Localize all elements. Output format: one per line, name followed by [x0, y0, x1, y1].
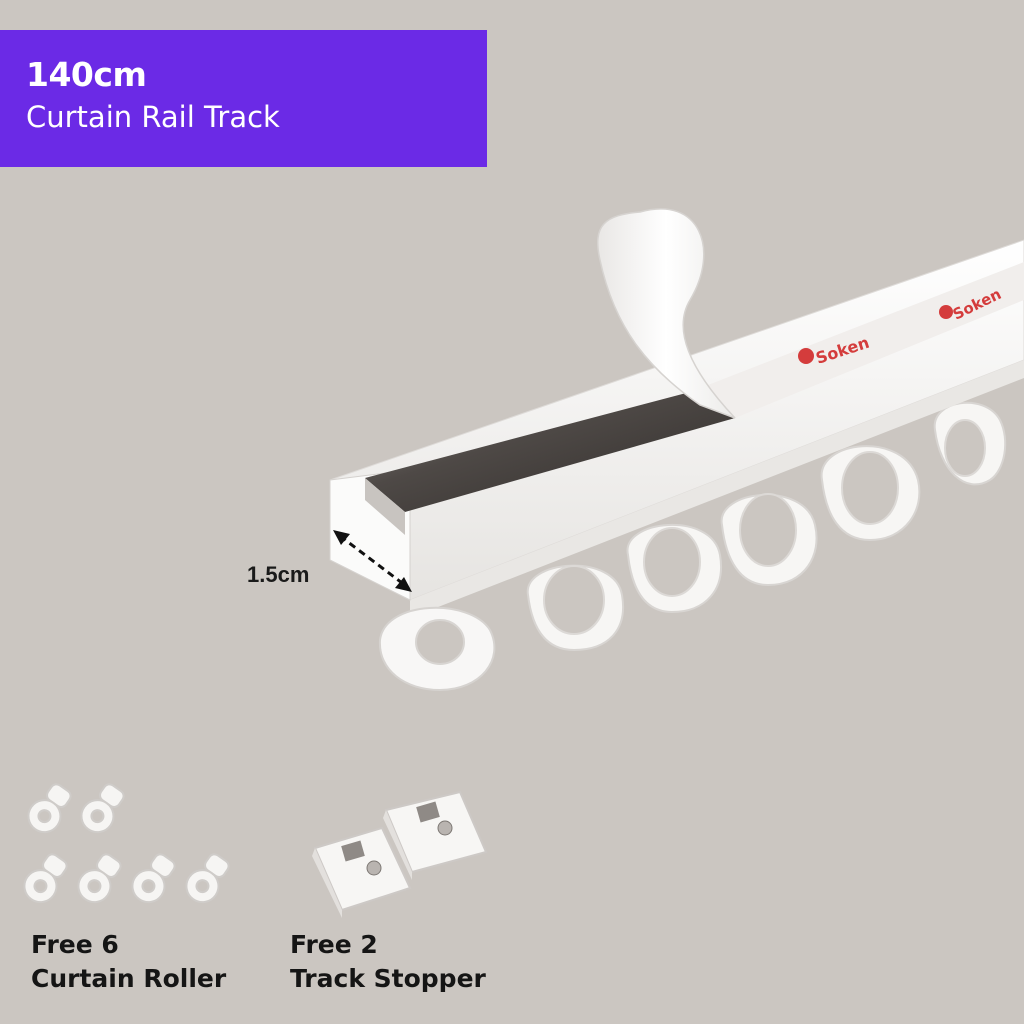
- width-dimension-label: 1.5cm: [247, 562, 310, 587]
- free-stoppers-count: Free 2: [290, 930, 378, 959]
- peeled-adhesive-tape: [596, 208, 736, 419]
- product-title: Curtain Rail Track: [26, 100, 280, 134]
- rail-body: [329, 239, 1024, 618]
- free-track-stoppers-image: [312, 790, 488, 918]
- track-length-label: 140cm: [26, 55, 147, 94]
- free-rollers-caption: Free 6 Curtain Roller: [31, 928, 226, 996]
- dimension-arrow: [333, 530, 412, 592]
- title-banner: [0, 30, 487, 167]
- free-rollers-image: [23, 783, 230, 904]
- free-stoppers-name: Track Stopper: [290, 964, 486, 993]
- free-rollers-count: Free 6: [31, 930, 119, 959]
- roller-loops: [526, 401, 1007, 652]
- free-rollers-name: Curtain Roller: [31, 964, 227, 993]
- free-stoppers-caption: Free 2 Track Stopper: [290, 928, 486, 996]
- end-roller-ring: [378, 606, 496, 692]
